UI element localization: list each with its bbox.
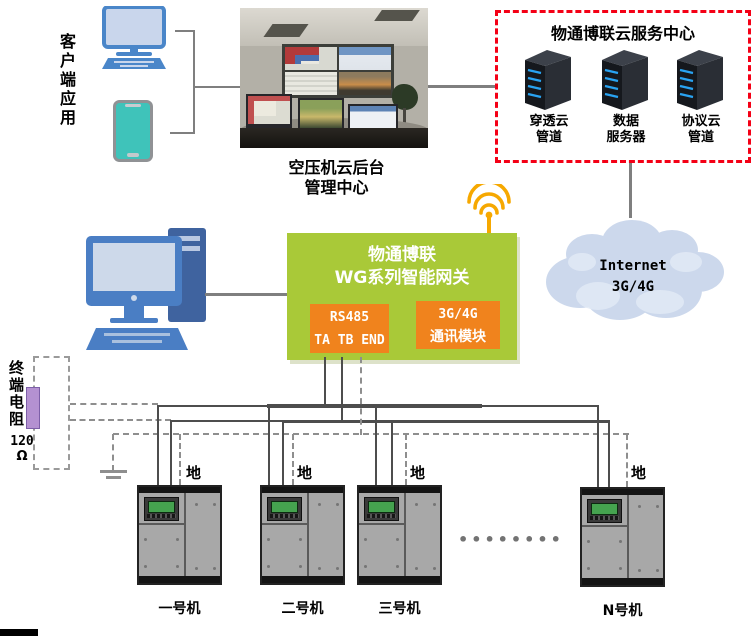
internet-cloud-text: Internet 3G/4G	[599, 258, 667, 295]
rs485-terminals-label: TA TB END	[314, 333, 385, 348]
ground-label-mn: 地	[631, 464, 647, 482]
wire-mn-gnd	[626, 434, 628, 487]
desk-monitor	[298, 98, 344, 132]
comm-module-label-line2: 通讯模块	[430, 329, 486, 345]
compressor-machine-3	[357, 485, 442, 585]
watermark-bar	[0, 629, 38, 636]
more-machines-ellipsis: ••••••••	[458, 530, 564, 549]
cloud-service-center-box: 物通博联云服务中心	[495, 10, 751, 163]
workstation-computer-icon	[86, 228, 206, 350]
server-icon	[677, 50, 723, 110]
server-label-data: 数据服务器	[606, 114, 646, 145]
wire-earth-dashed	[112, 434, 114, 471]
wire-gw-tb	[341, 357, 343, 422]
server-label-tunnel: 穿透云管道	[529, 114, 569, 145]
compressor-machine-2	[260, 485, 345, 585]
gateway-title-line2: WG系列智能网关	[334, 267, 470, 288]
resistor-body	[26, 387, 40, 429]
client-apps-label: 客户端应用	[57, 33, 76, 128]
wire-m2-gnd	[292, 434, 294, 485]
server-icon	[602, 50, 648, 110]
video-wall-screen-landscape	[339, 72, 391, 95]
terminal-resistor-value: 120	[10, 434, 34, 449]
wire-m2-ta	[268, 405, 270, 485]
photo-desk	[240, 128, 428, 148]
ground-label-m1: 地	[186, 464, 202, 482]
video-wall-screen-dashboard	[285, 47, 337, 70]
wire-gw-end-dashed	[360, 357, 362, 435]
phone-client-icon	[113, 100, 153, 162]
wire-m1-tb	[170, 420, 172, 485]
cloud-service-center-title: 物通博联云服务中心	[550, 24, 695, 43]
wifi-icon	[467, 184, 511, 218]
gateway-box: 物通博联 WG系列智能网关 RS485 TA TB END 3G/4G 通讯模块	[287, 233, 517, 360]
comm-module-label-line1: 3G/4G	[438, 307, 478, 322]
wire-gw-ta	[324, 357, 326, 406]
wire-mn-ta	[597, 405, 599, 487]
comm-module-box: 3G/4G 通讯模块	[416, 301, 500, 349]
ground-label-m3: 地	[410, 464, 426, 482]
internet-cloud-shape	[546, 220, 724, 320]
wire-m1-gnd	[179, 434, 181, 485]
bus-tb-thick	[282, 420, 608, 423]
ceiling-light	[374, 10, 420, 21]
wire-m3-ta	[375, 405, 377, 485]
bracket-vertical	[193, 30, 195, 134]
machine-2-name: 二号机	[281, 601, 324, 617]
photo-plant-stand	[403, 108, 406, 134]
photo-caption-line1: 空压机云后台	[288, 158, 385, 177]
wire-mn-tb	[608, 420, 610, 487]
terminal-resistor-unit: Ω	[16, 449, 28, 464]
photo-to-cloudcenter-line	[428, 85, 495, 88]
cloudcenter-to-internet-line	[629, 163, 632, 218]
video-wall-screen-web	[339, 47, 391, 70]
bracket-top-stub	[175, 30, 194, 32]
computer-to-gateway-line	[205, 293, 287, 296]
photo-caption-line2: 管理中心	[304, 178, 369, 197]
earth-symbol-bar2	[106, 476, 121, 479]
video-wall-screen-table	[285, 72, 337, 95]
server-icon	[525, 50, 571, 110]
resistor-wire-ta	[70, 403, 158, 405]
rs485-port-box: RS485 TA TB END	[310, 304, 389, 353]
wire-m1-ta	[157, 405, 159, 485]
compressor-machine-n	[580, 487, 665, 587]
desktop-client-icon	[102, 6, 166, 69]
bus-ground-dashed	[113, 433, 629, 435]
compressor-machine-1	[137, 485, 222, 585]
resistor-wire-tb	[70, 419, 171, 421]
bracket-bottom-stub	[170, 132, 194, 134]
desk-monitor	[246, 94, 292, 128]
ground-label-m2: 地	[297, 464, 313, 482]
machine-n-name: N号机	[602, 603, 643, 619]
bracket-to-photo-line	[195, 86, 240, 88]
wire-m3-gnd	[405, 434, 407, 485]
rs485-label: RS485	[329, 310, 370, 325]
terminal-resistor-label: 终端电阻	[7, 360, 25, 428]
wire-m3-tb	[391, 420, 393, 485]
server-label-protocol: 协议云管道	[681, 114, 721, 145]
earth-symbol-bar1	[100, 470, 127, 473]
machine-3-name: 三号机	[378, 601, 421, 617]
control-room-photo	[240, 8, 428, 148]
machine-1-name: 一号机	[158, 601, 201, 617]
gateway-title-line1: 物通博联	[368, 245, 436, 265]
video-wall	[282, 44, 394, 98]
bus-ta-thick	[267, 404, 482, 408]
wire-m2-tb	[282, 420, 284, 485]
